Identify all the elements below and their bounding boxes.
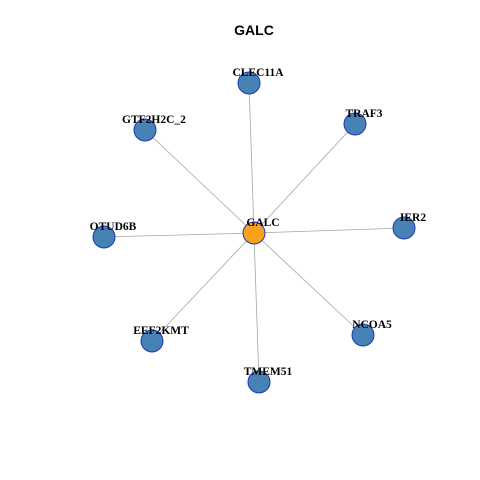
node-clec11a [237, 71, 261, 95]
node-label-otud6b: OTUD6B [90, 221, 137, 233]
edge-ier2 [253, 227, 405, 234]
node-label-clec11a: CLEC11A [232, 67, 284, 79]
node-label-eef2kmt: EEF2KMT [133, 325, 189, 337]
edge-clec11a [248, 82, 255, 234]
hub-node-galc [242, 221, 266, 245]
edge-otud6b [103, 232, 255, 238]
node-tmem51 [247, 370, 271, 394]
node-ncoa5 [351, 323, 375, 347]
node-gtf2h2c-2 [133, 118, 157, 142]
node-label-traf3: TRAF3 [345, 108, 382, 120]
edge-tmem51 [253, 232, 260, 383]
node-traf3 [343, 112, 367, 136]
edge-traf3 [253, 123, 356, 234]
node-ier2 [392, 216, 416, 240]
edge-eef2kmt [151, 232, 255, 342]
hub-label-galc: GALC [246, 217, 279, 229]
node-label-ier2: IER2 [400, 212, 426, 224]
node-label-gtf2h2c-2: GTF2H2C_2 [122, 114, 186, 126]
node-otud6b [92, 225, 116, 249]
diagram-title: GALC [234, 22, 274, 38]
edge-gtf2h2c-2 [144, 129, 255, 234]
node-label-ncoa5: NCOA5 [352, 319, 392, 331]
node-label-tmem51: TMEM51 [244, 366, 293, 378]
node-eef2kmt [140, 329, 164, 353]
edge-ncoa5 [253, 232, 364, 336]
node-layer [92, 71, 416, 394]
edge-layer [103, 82, 405, 383]
